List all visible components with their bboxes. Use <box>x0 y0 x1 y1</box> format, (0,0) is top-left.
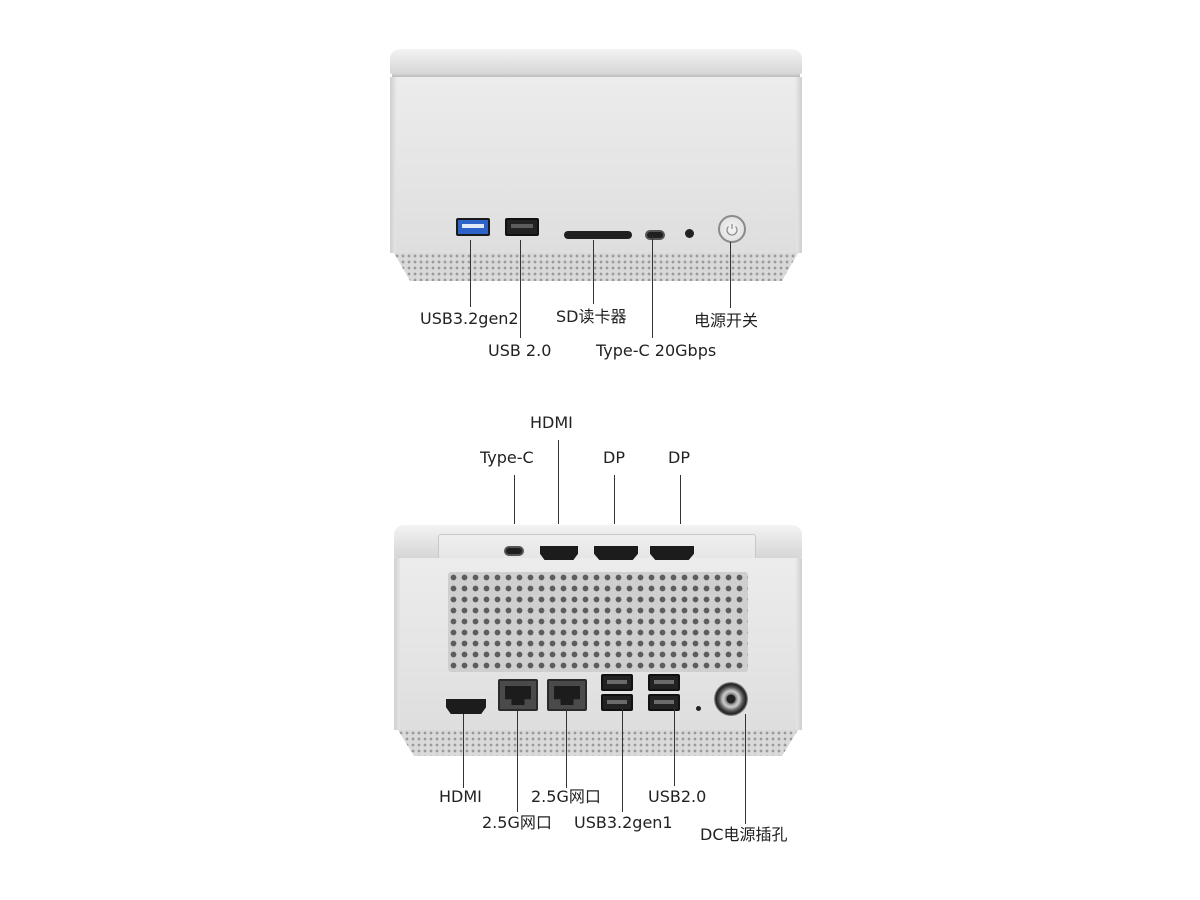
label-hdmi-top: HDMI <box>530 413 573 432</box>
front-side-left <box>390 77 396 253</box>
rear-usb32gen1-port-b <box>601 694 633 711</box>
label-usb32gen2: USB3.2gen2 <box>420 309 519 328</box>
label-dp2: DP <box>668 448 690 467</box>
leader-usb32gen1 <box>622 708 624 812</box>
rear-lan2-port <box>547 679 587 711</box>
label-dp1: DP <box>603 448 625 467</box>
label-usb32gen1: USB3.2gen1 <box>574 813 673 832</box>
leader-hdmi-top <box>558 440 560 542</box>
leader-sd <box>593 240 595 304</box>
label-dc-power: DC电源插孔 <box>700 825 788 844</box>
label-usb20-front: USB 2.0 <box>488 341 552 360</box>
rear-hdmi-bottom-port <box>446 699 486 714</box>
front-audio-jack <box>685 229 694 238</box>
label-typec-top: Type-C <box>480 448 534 467</box>
leader-usb20-rear <box>674 708 676 786</box>
label-hdmi-bottom: HDMI <box>439 787 482 806</box>
rear-side-right <box>796 558 802 730</box>
label-sd-reader: SD读卡器 <box>556 307 627 326</box>
rear-bottom-vent <box>398 730 798 756</box>
front-typec-port <box>645 230 665 240</box>
front-lid <box>390 48 802 74</box>
label-lan1: 2.5G网口 <box>482 813 552 832</box>
rear-device <box>392 524 804 756</box>
power-icon <box>726 224 738 236</box>
leader-typec-top <box>514 475 516 541</box>
rear-typec-port <box>504 546 524 556</box>
front-sd-slot <box>564 231 632 239</box>
front-bottom-vent <box>394 253 798 281</box>
rear-usb32gen1-port-a <box>601 674 633 691</box>
leader-dp1 <box>614 475 616 542</box>
front-usb20-port <box>505 218 539 236</box>
rear-led-dot <box>696 706 701 711</box>
leader-lan1 <box>517 710 519 812</box>
front-lid-edge <box>392 74 800 77</box>
rear-dp2-port <box>650 546 694 560</box>
rear-lan1-port <box>498 679 538 711</box>
leader-typec <box>652 236 654 338</box>
front-power-button <box>718 215 746 243</box>
leader-power <box>730 242 732 308</box>
leader-dc <box>745 714 747 824</box>
leader-lan2 <box>566 710 568 788</box>
front-side-right <box>796 77 802 253</box>
label-usb20-rear: USB2.0 <box>648 787 707 806</box>
rear-dc-jack <box>714 682 748 716</box>
leader-usb20 <box>520 240 522 338</box>
leader-dp2 <box>680 475 682 542</box>
leader-usb32gen2 <box>470 240 472 307</box>
front-device <box>388 48 804 283</box>
label-lan2: 2.5G网口 <box>531 787 601 806</box>
label-typec-20gbps: Type-C 20Gbps <box>596 341 717 360</box>
rear-hdmi-top-port <box>540 546 578 560</box>
rear-usb20-port-a <box>648 674 680 691</box>
leader-hdmi-bottom <box>463 714 465 788</box>
rear-vent-grille <box>448 572 748 672</box>
rear-dp1-port <box>594 546 638 560</box>
rear-usb20-port-b <box>648 694 680 711</box>
front-usb32gen2-port <box>456 218 490 236</box>
label-power-switch: 电源开关 <box>694 311 759 330</box>
rear-side-left <box>394 558 400 730</box>
